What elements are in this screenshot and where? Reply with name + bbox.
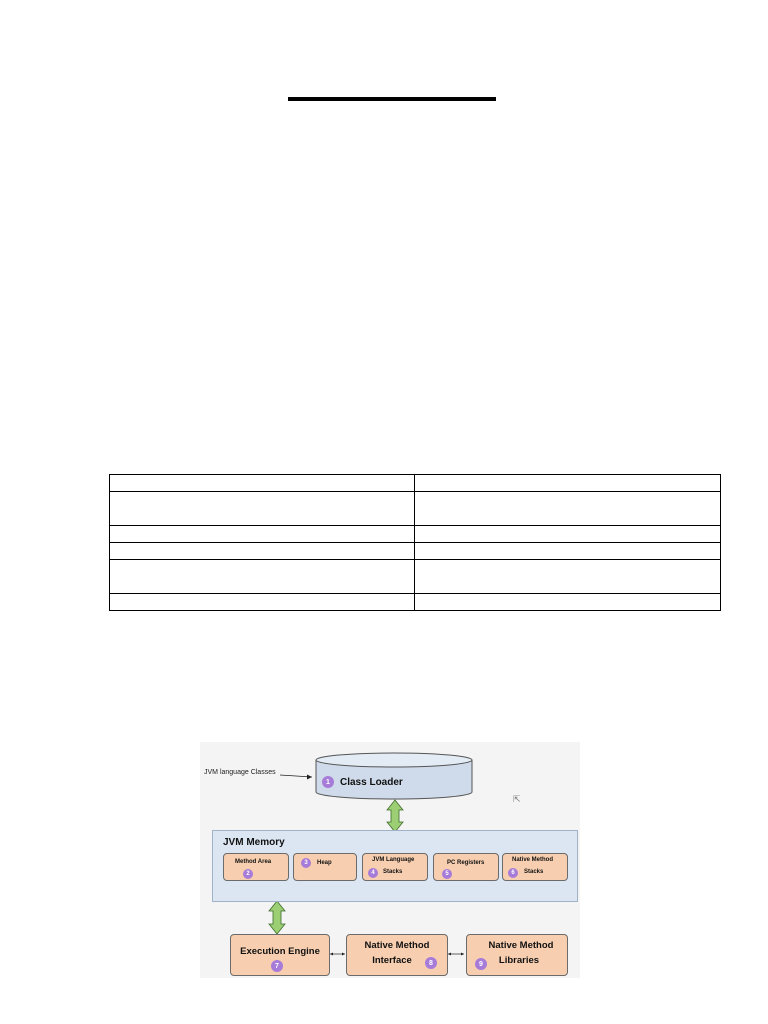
- step-badge: 2: [243, 869, 253, 879]
- table-cell: [414, 525, 721, 543]
- table-cell: [109, 542, 415, 560]
- class-loader-text: Class Loader: [340, 776, 403, 788]
- table-cell: [109, 474, 415, 492]
- table-cell: [109, 593, 415, 611]
- method-area-box: Method Area 2: [223, 853, 289, 881]
- class-loader-label: 1 Class Loader: [322, 776, 472, 788]
- pc-registers-box: PC Registers 5: [433, 853, 499, 881]
- input-classes-label: JVM language Classes: [204, 769, 276, 776]
- step-badge: 7: [271, 960, 283, 972]
- input-arrow: [279, 774, 313, 778]
- execution-engine-box: Execution Engine 7: [230, 934, 330, 976]
- jvm-memory-title: JVM Memory: [223, 837, 285, 848]
- diagram-connectors: [268, 774, 464, 956]
- class-loader-cylinder: [315, 752, 473, 800]
- table-row: [109, 474, 721, 492]
- native-interface-line1: Native Method: [364, 940, 430, 951]
- step-badge: 4: [368, 868, 378, 878]
- title-underline: [288, 97, 496, 101]
- table-row: [109, 542, 721, 560]
- input-arrowhead: [307, 774, 312, 780]
- native-method-libraries-box: Native Method Libraries 9: [466, 934, 568, 976]
- heap-label: Heap: [317, 860, 332, 866]
- method-area-label: Method Area: [235, 859, 272, 865]
- native-libraries-line2: Libraries: [498, 955, 540, 966]
- native-interface-line2: Interface: [372, 955, 412, 966]
- table-cell: [414, 491, 721, 526]
- step-badge: 1: [322, 776, 334, 788]
- native-method-stacks-line1: Native Method: [512, 857, 554, 863]
- native-method-stacks-line2: Stacks: [524, 869, 544, 875]
- heap-box: 3 Heap: [293, 853, 357, 881]
- step-badge: 9: [475, 958, 487, 970]
- jvm-language-stacks-line2: Stacks: [383, 869, 403, 875]
- jvm-architecture-diagram: JVM language Classes 1 Class Loader ⇱ JV…: [200, 742, 580, 978]
- table-row: [109, 491, 721, 526]
- jvm-memory-panel: JVM Memory Method Area 2 3 Heap JVM Lang…: [212, 830, 578, 902]
- execution-engine-label: Execution Engine: [240, 946, 320, 957]
- table-cell: [109, 559, 415, 594]
- jvm-language-stacks-line1: JVM Language: [372, 857, 415, 863]
- table-row: [109, 525, 721, 543]
- table-row: [109, 593, 721, 611]
- table-cell: [414, 474, 721, 492]
- jvm-language-stacks-box: JVM Language 4 Stacks: [362, 853, 428, 881]
- step-badge: 6: [508, 868, 518, 878]
- step-badge: 5: [442, 869, 452, 879]
- table-cell: [414, 559, 721, 594]
- memory-engine-arrow: [268, 900, 286, 935]
- cursor-icon: ⇱: [513, 794, 521, 804]
- native-method-interface-box: Native Method Interface 8: [346, 934, 448, 976]
- table-row: [109, 559, 721, 594]
- native-libraries-line1: Native Method: [488, 940, 554, 951]
- step-badge: 8: [425, 957, 437, 969]
- table-cell: [414, 593, 721, 611]
- pc-registers-label: PC Registers: [447, 860, 485, 866]
- table-cell: [109, 525, 415, 543]
- step-badge: 3: [301, 858, 311, 868]
- data-table: [109, 474, 721, 611]
- native-method-stacks-box: Native Method 6 Stacks: [502, 853, 568, 881]
- table-cell: [109, 491, 415, 526]
- table-cell: [414, 542, 721, 560]
- loader-memory-arrow: [386, 799, 404, 833]
